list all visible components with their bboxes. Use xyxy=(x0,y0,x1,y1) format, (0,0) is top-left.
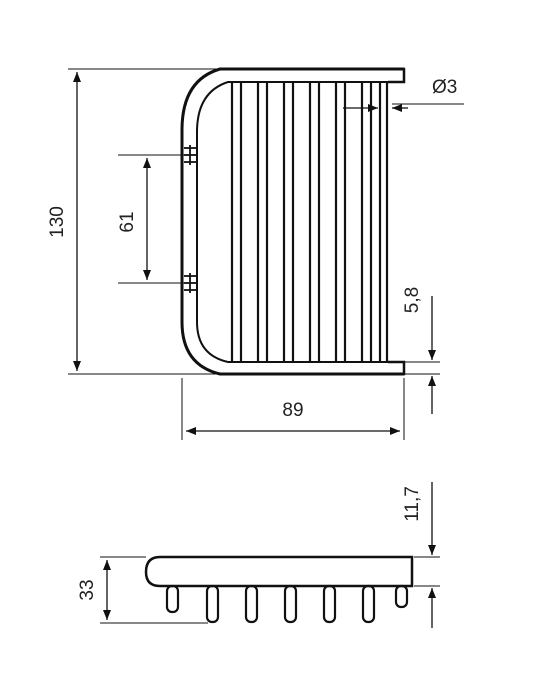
legs xyxy=(165,584,409,624)
rods xyxy=(230,82,389,362)
top-end-cap xyxy=(388,67,406,84)
dim-label-mount-spacing: 61 xyxy=(117,211,138,232)
leg xyxy=(394,584,409,609)
top-view: 130 61 89 5,8 Ø3 xyxy=(47,67,464,440)
dim-label-height-total: 130 xyxy=(47,206,68,238)
dim-label-rod-diameter: Ø3 xyxy=(432,77,457,98)
bottom-end-cap xyxy=(388,360,406,376)
side-extension-lines xyxy=(100,556,440,624)
dim-label-width-total: 89 xyxy=(282,400,303,421)
leg xyxy=(361,584,376,624)
leg xyxy=(205,584,220,624)
inner-frame xyxy=(196,81,388,363)
dim-label-profile-depth: 33 xyxy=(77,579,98,600)
leg xyxy=(165,584,180,614)
leg xyxy=(283,584,298,624)
dim-label-lip-height: 5,8 xyxy=(402,287,423,313)
dim-label-side-rail-height: 11,7 xyxy=(402,486,423,522)
side-rail xyxy=(144,555,414,588)
side-view: 33 11,7 xyxy=(77,482,440,628)
leg xyxy=(322,584,337,624)
extension-lines xyxy=(68,68,464,440)
leg xyxy=(244,584,259,624)
outer-frame xyxy=(180,67,404,376)
